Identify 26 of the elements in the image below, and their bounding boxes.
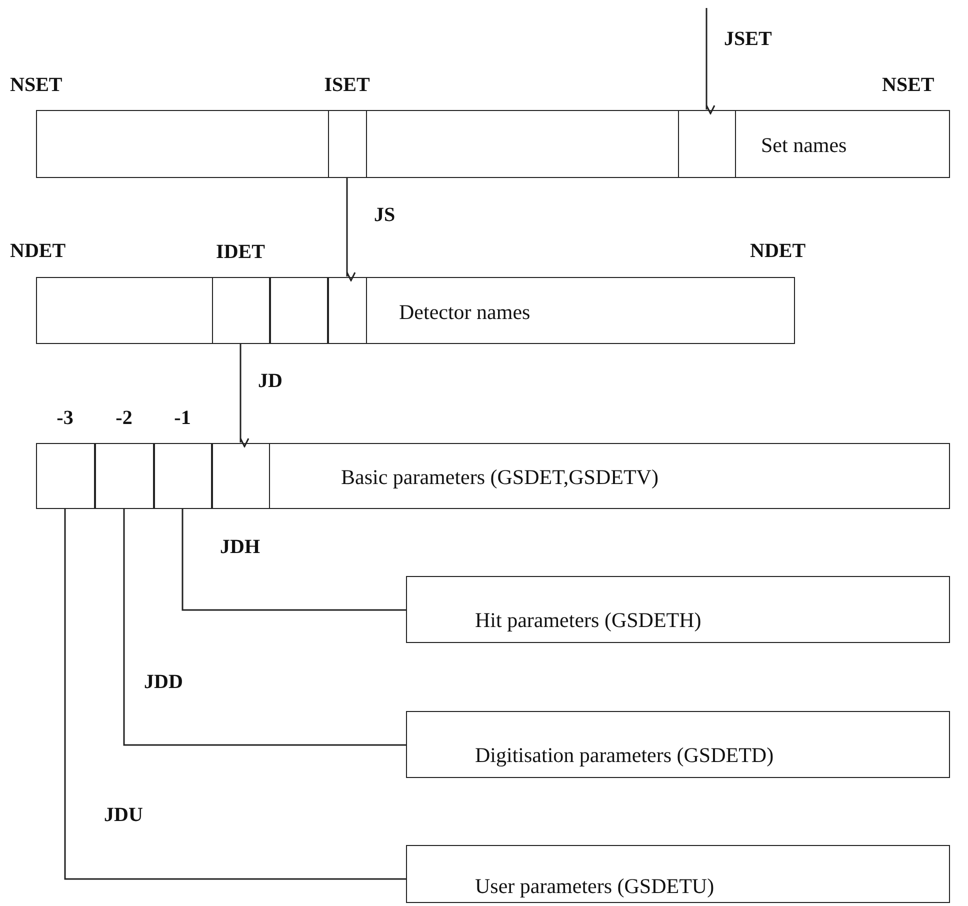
bank-label: Hit parameters (GSDETH) [475,608,702,632]
pointer-arrow [706,8,716,114]
link-line [123,508,406,746]
bank-cell [270,276,328,344]
bank-label: Detector names [399,300,530,324]
link-line [64,508,406,880]
bank-cell [212,276,270,344]
bank-bar [36,110,950,178]
bank-cell [94,442,154,508]
bank-bar [406,845,950,903]
pointer-arrow [240,344,250,448]
bank-label: Basic parameters (GSDET,GSDETV) [341,465,658,489]
pointer-arrow [346,178,356,282]
bank-cell [328,276,366,344]
bank-bar [36,443,950,509]
bank-label: Digitisation parameters (GSDETD) [475,743,774,767]
link-line [182,508,406,611]
bank-bar [36,277,795,344]
bank-bar [406,711,950,778]
bank-label: Set names [761,133,847,157]
bank-cell [678,110,736,178]
bank-cell [154,442,212,508]
bank-bar [406,576,950,643]
bank-label: User parameters (GSDETU) [475,874,714,898]
bank-cell [212,442,270,508]
bank-cell [328,110,366,178]
